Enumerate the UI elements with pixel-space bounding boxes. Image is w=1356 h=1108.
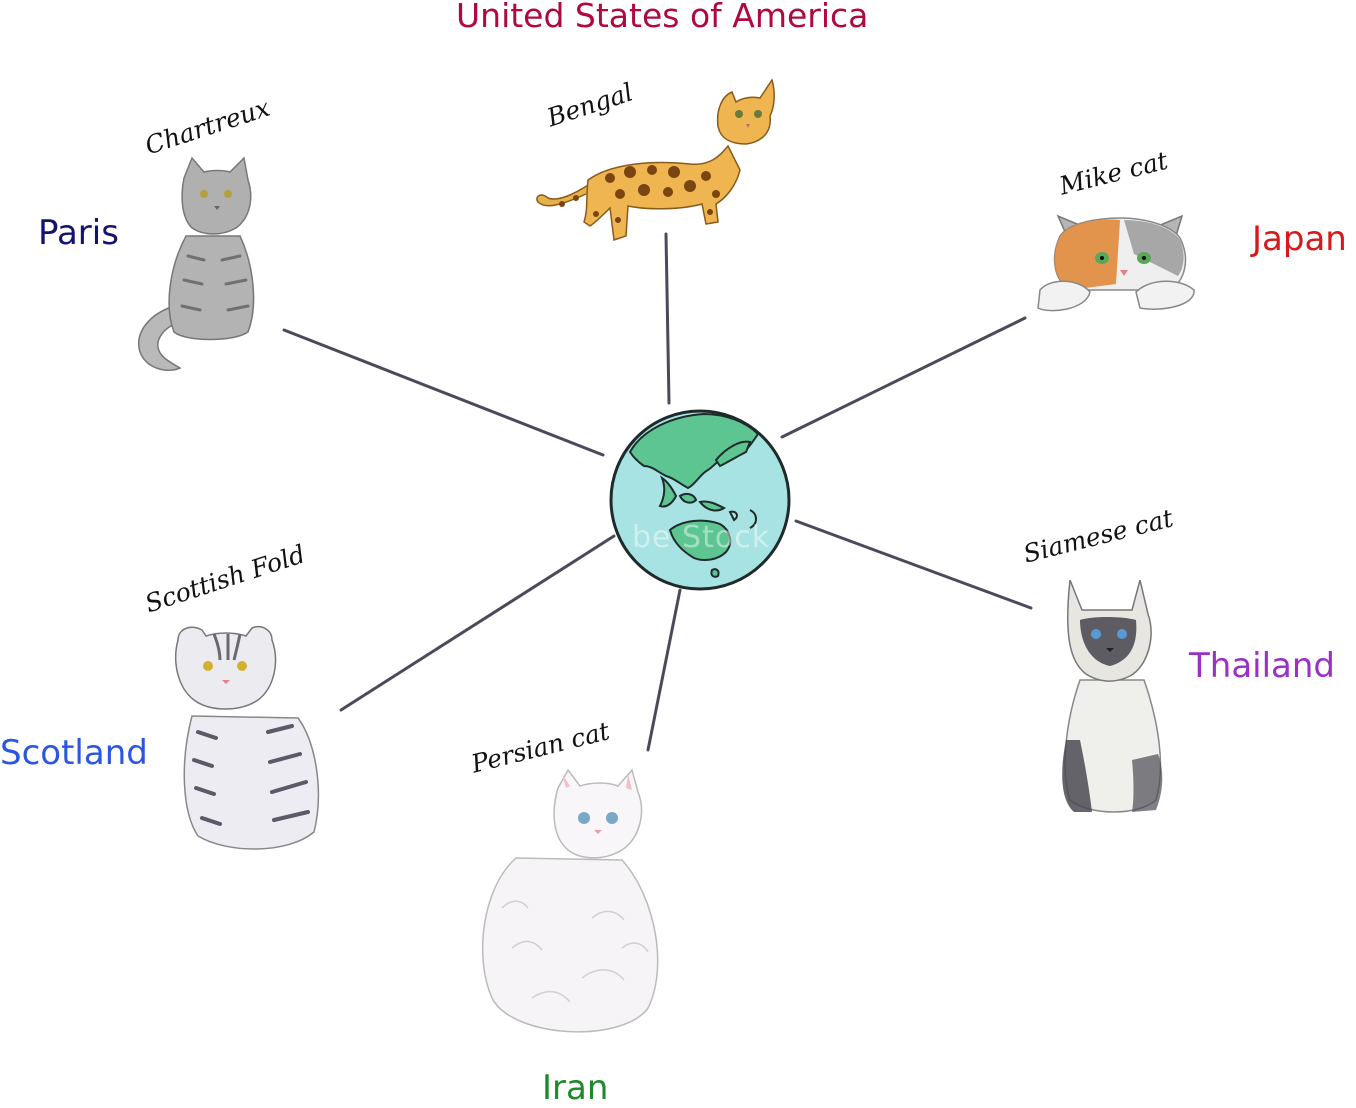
bengal-cat-illustration [536, 78, 775, 242]
chartreux-cat-illustration [138, 156, 255, 372]
siamese-cat-illustration [1062, 580, 1163, 813]
persian-cat-illustration [482, 768, 659, 1033]
mike-cat-illustration [1037, 214, 1195, 312]
region-label-thailand: Thailand [1189, 646, 1336, 686]
watermark-text: be Stock [632, 520, 771, 555]
region-label-scotland: Scotland [0, 733, 148, 773]
connector-thailand [794, 519, 1033, 610]
region-label-usa: United States of America [456, 0, 869, 35]
scottish-fold-cat-illustration [175, 626, 320, 850]
region-label-japan: Japan [1252, 219, 1347, 259]
globe-icon [609, 409, 791, 591]
connector-japan [780, 316, 1027, 439]
connector-paris [282, 328, 605, 457]
connector-iran [646, 588, 682, 752]
region-label-paris: Paris [38, 213, 119, 253]
region-label-iran: Iran [542, 1068, 609, 1108]
connector-scotland [339, 534, 616, 712]
connector-usa [664, 232, 671, 405]
